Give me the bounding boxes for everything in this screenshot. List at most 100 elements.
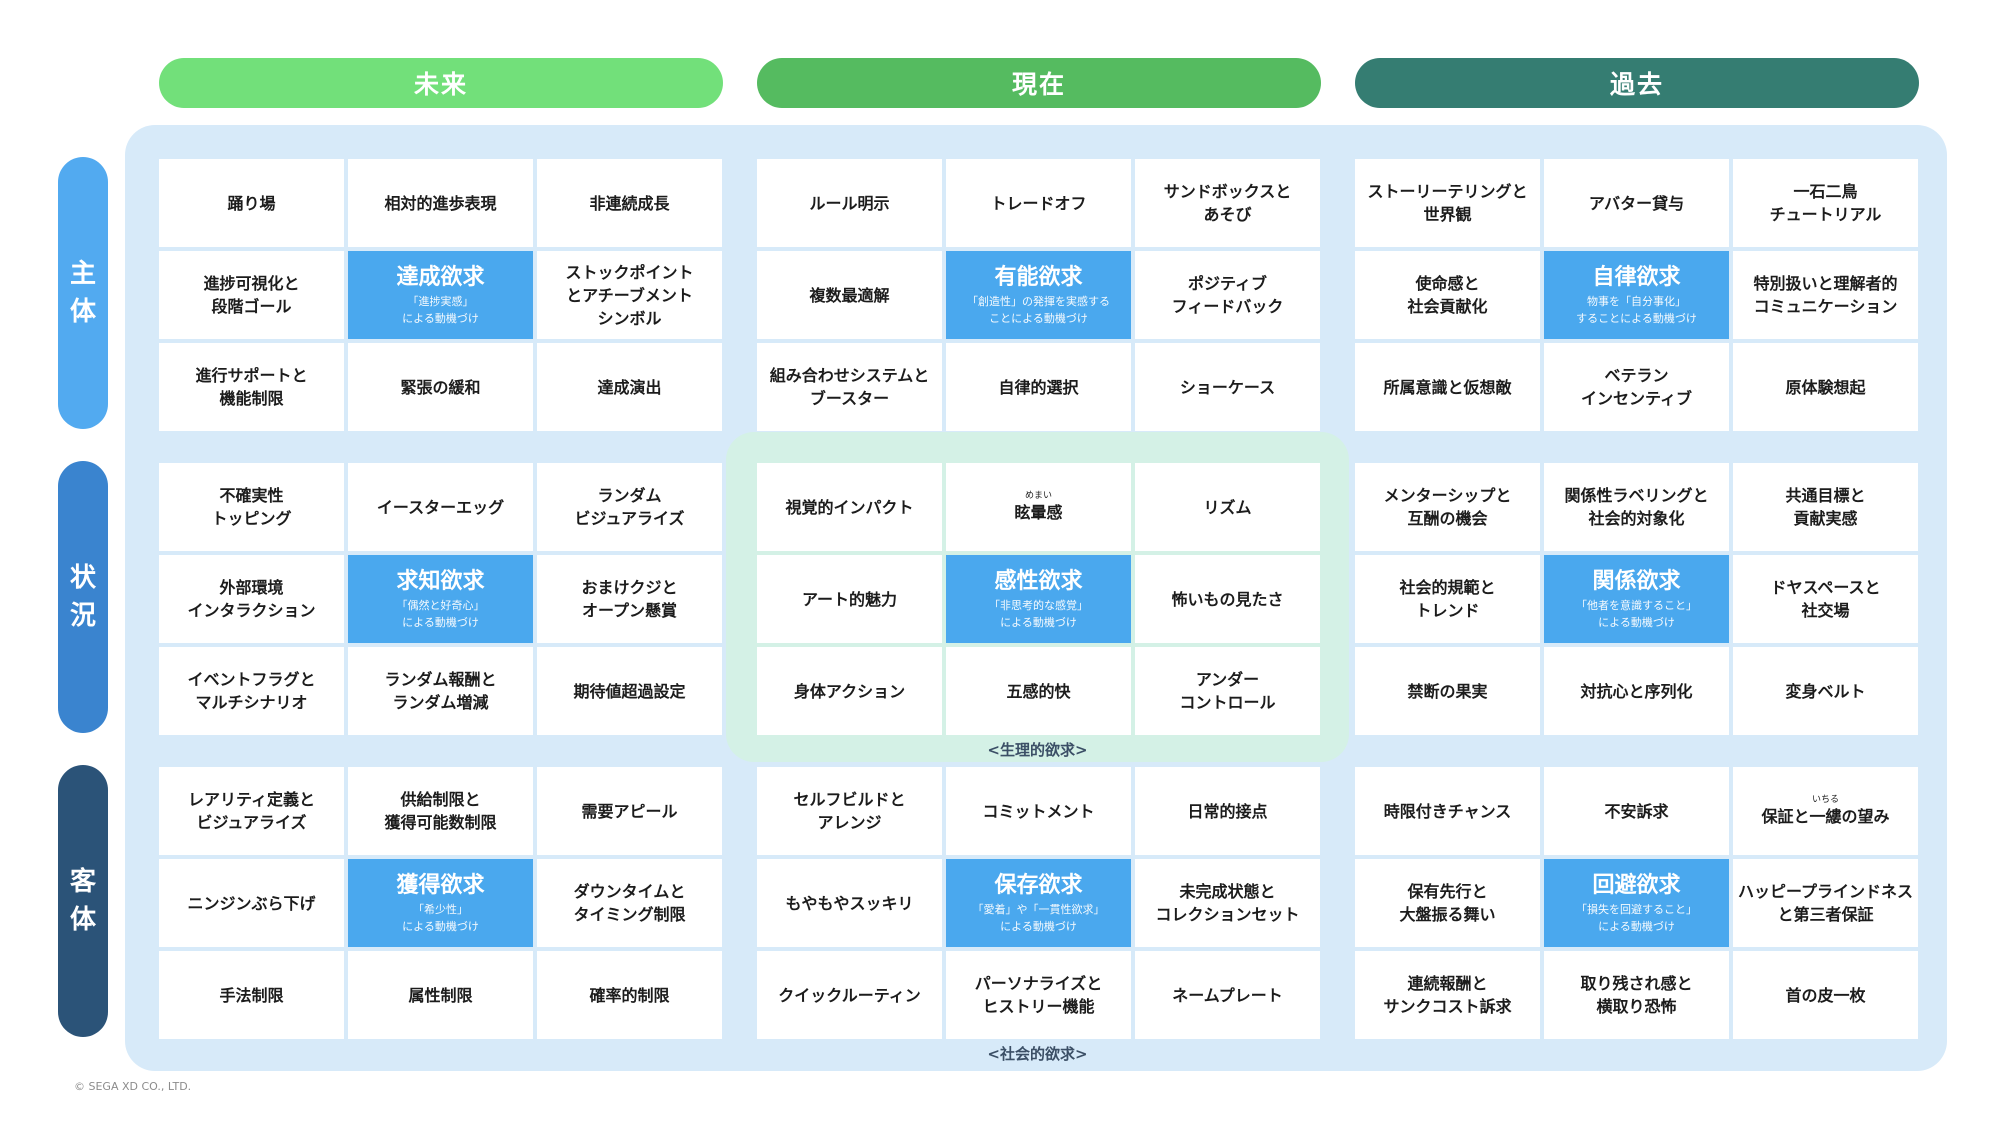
cell-text-line: 供給制限と (400, 790, 481, 809)
core-need-cell: 保存欲求「愛着」や「一貫性欲求」による動機づけ (946, 859, 1131, 947)
cell-text-line: 保証と一縷の望み (1761, 806, 1890, 826)
furigana-reading: いちる (1811, 794, 1839, 805)
matrix-cell: 自律的選択 (946, 343, 1131, 431)
cell-text-line: 獲得可能数制限 (384, 813, 497, 832)
core-need-subtitle: 「創造性」の発揮を実感する (967, 295, 1110, 308)
cell-text-line: 視覚的インパクト (785, 497, 914, 517)
cell-text-line: 外部環境 (219, 578, 284, 597)
cell-text-line: サンドボックスと (1163, 182, 1292, 201)
cell-text-line: オープン懸賞 (581, 601, 678, 620)
core-need-title: 回避欲求 (1592, 873, 1681, 898)
cell-text-line: 複数最適解 (809, 285, 890, 305)
cell-text-line: 社交場 (1801, 601, 1850, 620)
column-header-past: 過去 (1355, 58, 1919, 108)
matrix-cell: 相対的進歩表現 (348, 159, 533, 247)
core-need-title: 自律欲求 (1592, 265, 1681, 290)
cell-text-line: 所属意識と仮想敵 (1383, 377, 1512, 397)
matrix-cell: 社会的規範とトレンド (1355, 555, 1540, 643)
matrix-cell: 確率的制限 (537, 951, 722, 1039)
matrix-cell: サンドボックスとあそび (1135, 159, 1320, 247)
column-header-future: 未来 (159, 58, 723, 108)
matrix-cell: ポジティブフィードバック (1135, 251, 1320, 339)
cell-text-line: 不安訴求 (1604, 801, 1669, 821)
cell-text-line: インタラクション (187, 601, 316, 620)
cell-text-line: コレクションセット (1155, 905, 1300, 924)
cell-text-line: 非連続成長 (589, 193, 670, 213)
core-need-cell: 求知欲求「偶然と好奇心」による動機づけ (348, 555, 533, 643)
cell-text-line: コミュニケーション (1753, 297, 1898, 316)
cell-text-line: ダウンタイムと (573, 882, 686, 901)
matrix-cell: ストックポイントとアチーブメントシンボル (537, 251, 722, 339)
cell-text-line: 踊り場 (227, 193, 276, 213)
cell-text-line: 手法制限 (219, 985, 284, 1005)
matrix-cell: 達成演出 (537, 343, 722, 431)
cell-text-line: クイックルーティン (778, 985, 921, 1005)
matrix-cell: 不安訴求 (1544, 767, 1729, 855)
cell-text-line: 原体験想起 (1785, 377, 1866, 397)
matrix-cell: ランダム報酬とランダム増減 (348, 647, 533, 735)
matrix-cell: 使命感と社会貢献化 (1355, 251, 1540, 339)
matrix-cell: 共通目標と貢献実感 (1733, 463, 1918, 551)
core-need-subtitle: による動機づけ (1000, 616, 1077, 629)
cell-text-line: 変身ベルト (1785, 681, 1866, 701)
row-header-object: 客体 (58, 765, 108, 1037)
cell-text-line: ニンジンぶら下げ (187, 893, 316, 913)
core-need-subtitle: 「損失を回避すること」 (1576, 903, 1697, 916)
matrix-cell: 対抗心と序列化 (1544, 647, 1729, 735)
core-need-subtitle: 「他者を意識すること」 (1576, 599, 1697, 612)
core-need-subtitle: による動機づけ (1598, 920, 1675, 933)
core-need-title: 関係欲求 (1592, 569, 1681, 594)
core-need-cell: 自律欲求物事を「自分事化」することによる動機づけ (1544, 251, 1729, 339)
cell-text-line: 取り残され感と (1580, 974, 1693, 993)
cell-text-line: 進捗可視化と (203, 274, 300, 293)
matrix-cell: ニンジンぶら下げ (159, 859, 344, 947)
matrix-cell: 非連続成長 (537, 159, 722, 247)
cell-text-line: チュートリアル (1769, 205, 1882, 224)
matrix-cell: 未完成状態とコレクションセット (1135, 859, 1320, 947)
cell-text-line: コントロール (1179, 693, 1276, 712)
core-need-subtitle: による動機づけ (1598, 616, 1675, 629)
matrix-cell: ハッピープラインドネスと第三者保証 (1733, 859, 1918, 947)
cell-text-line: 属性制限 (408, 985, 473, 1005)
core-need-cell: 達成欲求「進捗実感」による動機づけ (348, 251, 533, 339)
cell-text-line: ヒストリー機能 (982, 997, 1095, 1016)
cell-text-line: コミットメント (982, 801, 1095, 821)
core-need-subtitle: による動機づけ (402, 920, 479, 933)
cell-text-line: 連続報酬と (1407, 974, 1488, 993)
cell-text-line: 五感的快 (1006, 681, 1071, 701)
cell-text-line: 身体アクション (793, 681, 906, 701)
cell-text-line: 段階ゴール (211, 297, 292, 316)
matrix-cell: ルール明示 (757, 159, 942, 247)
matrix-cell: 外部環境インタラクション (159, 555, 344, 643)
core-need-title: 達成欲求 (396, 265, 485, 290)
matrix-cell: トレードオフ (946, 159, 1131, 247)
cell-text-line: ビジュアライズ (196, 813, 307, 832)
core-need-subtitle: による動機づけ (1000, 920, 1077, 933)
row-header-char: 況 (69, 601, 96, 631)
matrix-cell: 連続報酬とサンクコスト訴求 (1355, 951, 1540, 1039)
cell-text-line: ストーリーテリングと (1367, 182, 1528, 201)
cell-text-line: アレンジ (817, 813, 882, 832)
matrix-cell: ランダムビジュアライズ (537, 463, 722, 551)
row-header-char: 客 (69, 867, 96, 897)
cell-text-line: 禁断の果実 (1407, 681, 1488, 701)
cell-text-line: アート的魅力 (801, 589, 898, 609)
core-need-subtitle: ことによる動機づけ (989, 312, 1088, 325)
cell-text-line: イースターエッグ (376, 497, 505, 517)
cell-text-line: 一石二鳥 (1793, 182, 1858, 201)
cell-text-line: 緊張の緩和 (400, 377, 481, 397)
matrix-cell: イースターエッグ (348, 463, 533, 551)
matrix-cell: 期待値超過設定 (537, 647, 722, 735)
cell-text-line: サンクコスト訴求 (1383, 997, 1512, 1016)
row-header-subject: 主体 (58, 157, 108, 429)
furigana-reading: めまい (1024, 490, 1052, 501)
cell-text-line: 保有先行と (1407, 882, 1488, 901)
cell-text-line: とアチーブメント (566, 285, 693, 305)
matrix-cell: アバター貸与 (1544, 159, 1729, 247)
cell-text-line: パーソナライズと (974, 974, 1103, 993)
matrix-cell: セルフビルドとアレンジ (757, 767, 942, 855)
matrix-cell: アート的魅力 (757, 555, 942, 643)
cell-text-line: 首の皮一枚 (1785, 985, 1866, 1005)
matrix-cell: 進行サポートと機能制限 (159, 343, 344, 431)
core-need-subtitle: 物事を「自分事化」 (1587, 295, 1686, 308)
